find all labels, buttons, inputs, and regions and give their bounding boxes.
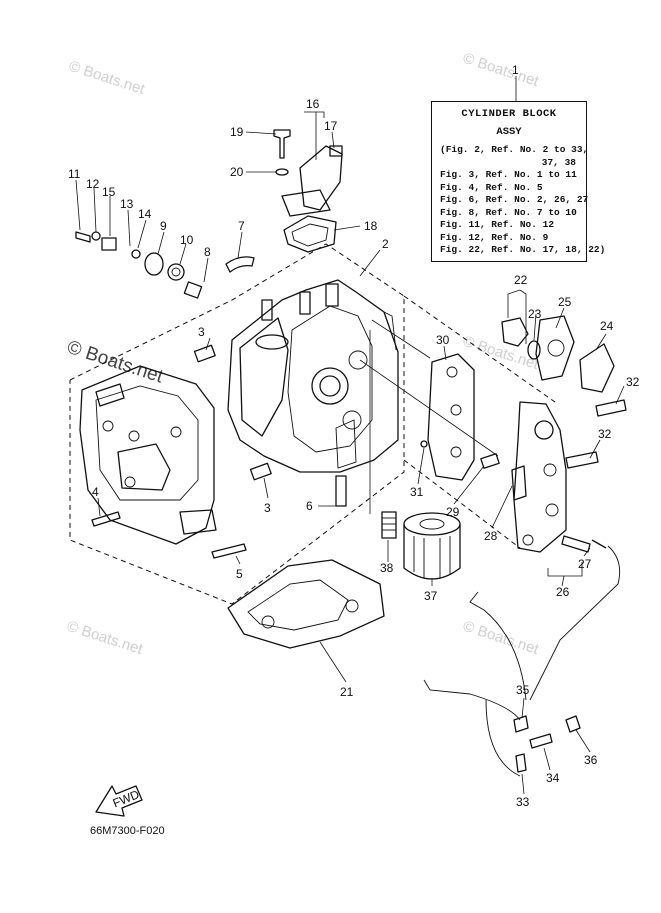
callout-22: 22 xyxy=(514,273,528,287)
callout-8: 8 xyxy=(204,245,211,259)
leader-lines xyxy=(75,76,625,795)
callout-25: 25 xyxy=(558,295,572,309)
watermark: © Boats.net xyxy=(461,50,542,91)
callout-35: 35 xyxy=(516,683,530,697)
legend-line: 37, 38 xyxy=(541,156,576,168)
watermark: © Boats.net xyxy=(461,333,542,374)
callout-32: 32 xyxy=(598,427,612,441)
callout-38: 38 xyxy=(380,561,394,575)
hose-7 xyxy=(225,256,255,273)
callout-12: 12 xyxy=(86,177,100,191)
callout-20: 20 xyxy=(230,165,244,179)
diagram-code: 66M7300-F020 xyxy=(90,825,165,837)
cylinder-block xyxy=(227,279,399,473)
assembly-legend: CYLINDER BLOCK ASSY (Fig. 2, Ref. No. 2 … xyxy=(431,101,606,262)
cover-16 xyxy=(281,145,343,217)
callout-37: 37 xyxy=(424,589,438,603)
plug-29 xyxy=(420,440,500,469)
legend-subtitle: ASSY xyxy=(496,126,522,138)
explode-boundary xyxy=(69,243,556,605)
legend-line: (Fig. 2, Ref. No. 2 to 33, xyxy=(440,144,589,155)
callout-26: 26 xyxy=(556,585,570,599)
callout-30: 30 xyxy=(436,333,450,347)
base-gasket xyxy=(227,559,385,649)
callout-18: 18 xyxy=(364,219,378,233)
callout-23: 23 xyxy=(528,307,542,321)
callout-15: 15 xyxy=(102,185,116,199)
watermark: © Boats.net xyxy=(461,618,542,659)
callout-36: 36 xyxy=(584,753,598,767)
exhaust-cover xyxy=(511,401,567,553)
crankcase-half xyxy=(79,365,217,545)
gasket-18 xyxy=(283,215,337,253)
callout-24: 24 xyxy=(600,319,614,333)
callout-4: 4 xyxy=(92,485,99,499)
bolt-19 xyxy=(273,129,291,176)
callout-16: 16 xyxy=(306,97,320,111)
callout-10: 10 xyxy=(180,233,194,247)
watermark: © Boats.net xyxy=(67,58,148,99)
callout-3: 3 xyxy=(264,501,271,515)
callout-28: 28 xyxy=(484,529,498,543)
callout-13: 13 xyxy=(120,197,134,211)
hose-assembly xyxy=(423,535,621,777)
callout-2: 2 xyxy=(382,237,389,251)
callout-33: 33 xyxy=(516,795,530,809)
legend-line: Fig. 11, Ref. No. 12 xyxy=(440,219,555,230)
legend-line: Fig. 22, Ref. No. 17, 18, 22) xyxy=(440,244,606,255)
callout-6: 6 xyxy=(306,499,313,513)
callout-21: 21 xyxy=(340,685,354,699)
legend-line: Fig. 12, Ref. No. 9 xyxy=(440,231,549,243)
callout-9: 9 xyxy=(160,219,167,233)
callout-31: 31 xyxy=(410,485,424,499)
small-parts-left xyxy=(75,231,347,559)
callout-17: 17 xyxy=(324,119,338,133)
callout-14: 14 xyxy=(138,207,152,221)
legend-line: Fig. 4, Ref. No. 5 xyxy=(440,181,543,193)
callout-numbers: 1 2 3 3 4 5 6 7 8 9 10 11 12 13 14 15 16… xyxy=(68,63,640,809)
oil-filter xyxy=(403,512,461,580)
filter-fitting xyxy=(381,511,397,539)
thermostat-parts xyxy=(501,315,627,469)
callout-5: 5 xyxy=(236,567,243,581)
exhaust-gasket xyxy=(427,353,475,481)
legend-line: Fig. 8, Ref. No. 7 to 10 xyxy=(440,206,577,218)
callout-34: 34 xyxy=(546,771,560,785)
fwd-arrow-icon: FWD xyxy=(95,785,143,817)
callout-27: 27 xyxy=(578,557,592,571)
legend-title: CYLINDER BLOCK xyxy=(461,108,557,120)
callout-11: 11 xyxy=(68,167,81,181)
watermark: © Boats.net xyxy=(65,618,146,659)
watermark-large: © Boats.net xyxy=(64,337,166,388)
legend-line: Fig. 3, Ref. No. 1 to 11 xyxy=(440,169,577,180)
callout-29: 29 xyxy=(446,505,460,519)
callout-3: 3 xyxy=(198,325,205,339)
callout-7: 7 xyxy=(238,219,245,233)
callout-19: 19 xyxy=(230,125,244,139)
legend-line: Fig. 6, Ref. No. 2, 26, 27 xyxy=(440,194,589,205)
callout-1: 1 xyxy=(512,63,519,77)
callout-32: 32 xyxy=(626,375,640,389)
